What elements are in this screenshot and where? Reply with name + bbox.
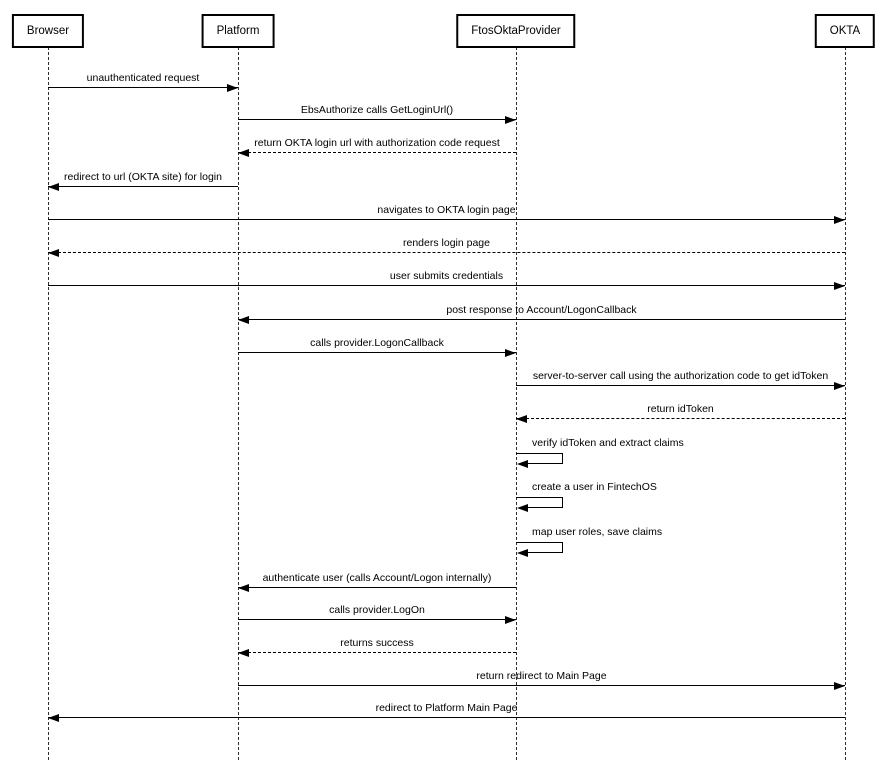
message-line — [238, 587, 516, 588]
message-line — [238, 319, 845, 320]
message-line — [238, 652, 516, 653]
message-label: redirect to Platform Main Page — [375, 702, 518, 714]
message-arrowhead — [834, 216, 845, 224]
message-arrowhead — [238, 584, 249, 592]
lifeline-ftosoktaprovider — [516, 47, 517, 760]
self-message-top-line — [516, 542, 562, 543]
message-line — [48, 285, 845, 286]
message-arrowhead — [48, 183, 59, 191]
message-line — [238, 685, 845, 686]
self-message-top-line — [516, 453, 562, 454]
message-label: unauthenticated request — [86, 72, 200, 84]
self-message-top-line — [516, 497, 562, 498]
message-label: authenticate user (calls Account/Logon i… — [262, 572, 492, 584]
message-arrowhead — [834, 682, 845, 690]
message-label: return OKTA login url with authorization… — [254, 137, 500, 149]
message-label: server-to-server call using the authoriz… — [532, 370, 829, 382]
message-line — [238, 119, 516, 120]
message-line — [238, 152, 516, 153]
lifeline-browser — [48, 47, 49, 760]
message-line — [48, 87, 238, 88]
message-line — [48, 219, 845, 220]
message-label: return redirect to Main Page — [476, 670, 607, 682]
message-label: post response to Account/LogonCallback — [446, 304, 637, 316]
self-message-right-line — [562, 497, 563, 507]
actor-box-ftosoktaprovider: FtosOktaProvider — [456, 14, 576, 48]
message-line — [48, 252, 845, 253]
lifeline-okta — [845, 47, 846, 760]
message-label: navigates to OKTA login page — [377, 204, 516, 216]
lifeline-platform — [238, 47, 239, 760]
actor-label: FtosOktaProvider — [471, 25, 561, 37]
message-line — [516, 418, 845, 419]
message-arrowhead — [227, 84, 238, 92]
message-line — [48, 186, 238, 187]
message-arrowhead — [238, 149, 249, 157]
message-line — [238, 619, 516, 620]
actor-box-platform: Platform — [201, 14, 275, 48]
message-line — [48, 717, 845, 718]
self-message-right-line — [562, 453, 563, 463]
message-label: return idToken — [647, 403, 714, 415]
self-message-return-line — [520, 507, 563, 508]
actor-label: Platform — [216, 25, 260, 37]
message-label: returns success — [340, 637, 414, 649]
actor-box-browser: Browser — [11, 14, 85, 48]
message-label: create a user in FintechOS — [532, 481, 657, 493]
message-label: EbsAuthorize calls GetLoginUrl() — [300, 104, 454, 116]
self-message-arrowhead — [517, 460, 528, 468]
message-arrowhead — [834, 282, 845, 290]
message-label: calls provider.LogonCallback — [310, 337, 444, 349]
message-arrowhead — [48, 714, 59, 722]
actor-box-okta: OKTA — [814, 14, 876, 48]
self-message-return-line — [520, 552, 563, 553]
self-message-return-line — [520, 463, 563, 464]
self-message-arrowhead — [517, 504, 528, 512]
message-arrowhead — [48, 249, 59, 257]
message-label: redirect to url (OKTA site) for login — [64, 171, 222, 183]
message-label: map user roles, save claims — [532, 526, 663, 538]
message-label: user submits credentials — [389, 270, 504, 282]
message-arrowhead — [505, 616, 516, 624]
message-arrowhead — [516, 415, 527, 423]
message-arrowhead — [505, 116, 516, 124]
message-line — [238, 352, 516, 353]
actor-label: Browser — [26, 25, 70, 37]
message-label: verify idToken and extract claims — [532, 437, 684, 449]
message-arrowhead — [505, 349, 516, 357]
actor-label: OKTA — [829, 25, 861, 37]
self-message-right-line — [562, 542, 563, 552]
self-message-arrowhead — [517, 549, 528, 557]
message-label: renders login page — [403, 237, 490, 249]
message-arrowhead — [238, 316, 249, 324]
message-label: calls provider.LogOn — [329, 604, 425, 616]
message-arrowhead — [238, 649, 249, 657]
message-arrowhead — [834, 382, 845, 390]
message-line — [516, 385, 845, 386]
